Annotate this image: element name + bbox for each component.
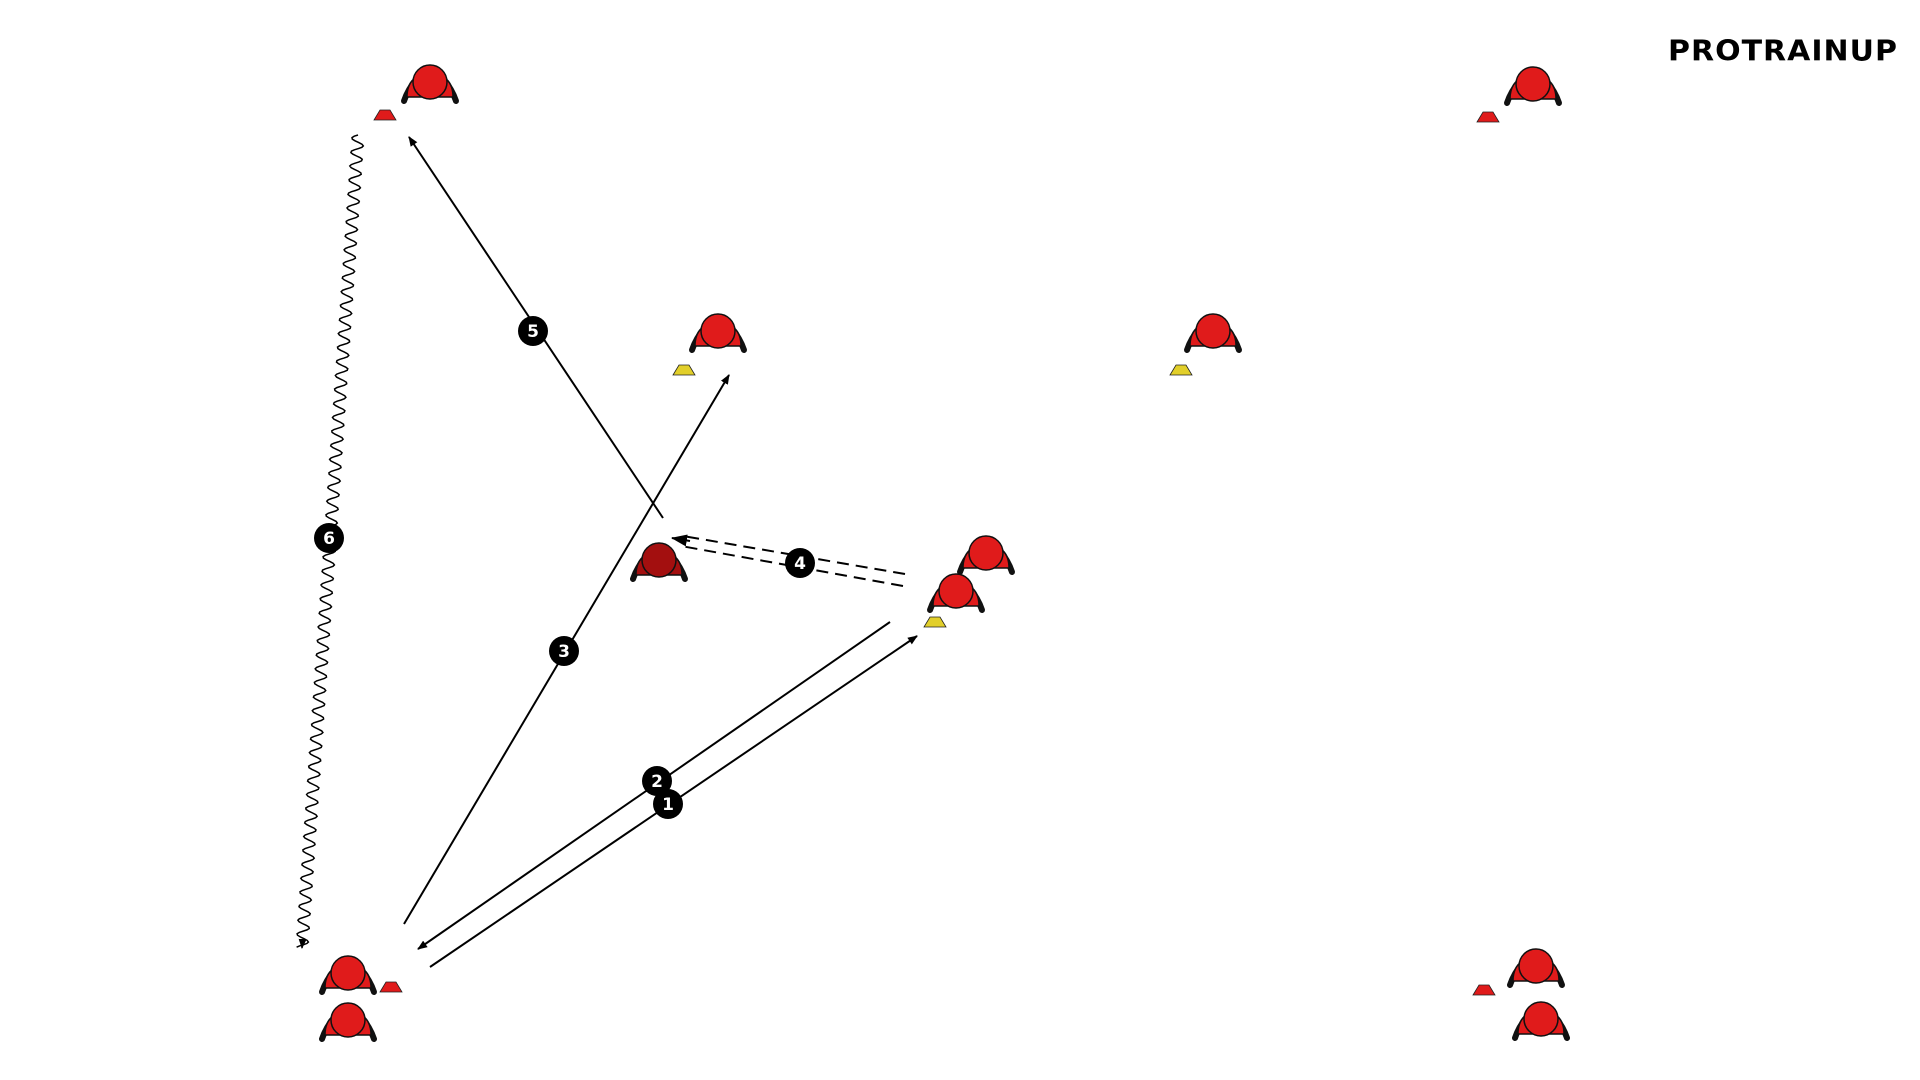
movement-lines: [296, 134, 918, 968]
training-cone: [1472, 984, 1496, 996]
step-badge: 1: [653, 789, 683, 819]
player-figure: [319, 1002, 377, 1042]
player-figure: [1184, 313, 1242, 353]
dribble-arrowhead-6: [298, 938, 307, 949]
player-figure: [1504, 66, 1562, 106]
player-figure: [689, 313, 747, 353]
player-figure: [401, 64, 459, 104]
step-number: 2: [651, 772, 663, 792]
step-number: 1: [662, 795, 674, 815]
player-figure: [319, 955, 377, 995]
player-figure: [1507, 948, 1565, 988]
player-figure: [630, 542, 688, 582]
protrainup-logo: PROTRAINUP: [1668, 34, 1898, 69]
step-badges: 1 2 3 4 5 6: [314, 316, 815, 819]
step-number: 4: [794, 554, 806, 574]
player-figure: [957, 535, 1015, 575]
training-cone: [1476, 111, 1500, 123]
training-cone: [672, 364, 696, 376]
training-cone: [373, 109, 397, 121]
step-badge: 4: [785, 548, 815, 578]
training-cone: [379, 981, 403, 993]
player-figure: [927, 573, 985, 613]
step-badge: 3: [549, 636, 579, 666]
run-arrowhead-4: [671, 534, 691, 547]
step-number: 3: [558, 642, 570, 662]
cones-layer: [373, 109, 1500, 996]
players-layer: [319, 64, 1570, 1042]
step-badge: 2: [642, 766, 672, 796]
player-figure: [1512, 1001, 1570, 1041]
step-number: 5: [527, 322, 539, 342]
step-number: 6: [323, 529, 335, 549]
training-cone: [923, 616, 947, 628]
step-badge: 5: [518, 316, 548, 346]
step-badge: 6: [314, 523, 344, 553]
training-cone: [1169, 364, 1193, 376]
